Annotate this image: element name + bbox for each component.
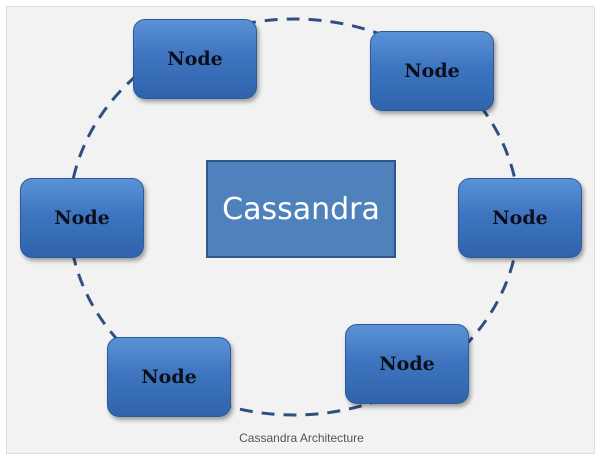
center-label: Cassandra xyxy=(222,191,380,227)
node-middle-right: Node xyxy=(458,178,582,258)
node-bottom-left: Node xyxy=(107,337,231,417)
node-top-right: Node xyxy=(370,31,494,111)
node-label: Node xyxy=(54,207,110,229)
node-label: Node xyxy=(167,48,223,70)
node-label: Node xyxy=(404,60,460,82)
node-bottom-right: Node xyxy=(345,324,469,404)
node-label: Node xyxy=(141,366,197,388)
node-top-left: Node xyxy=(133,19,257,99)
cassandra-center-box: Cassandra xyxy=(206,160,396,258)
node-label: Node xyxy=(379,353,435,375)
diagram-caption: Cassandra Architecture xyxy=(239,431,364,445)
node-label: Node xyxy=(492,207,548,229)
node-middle-left: Node xyxy=(20,178,144,258)
